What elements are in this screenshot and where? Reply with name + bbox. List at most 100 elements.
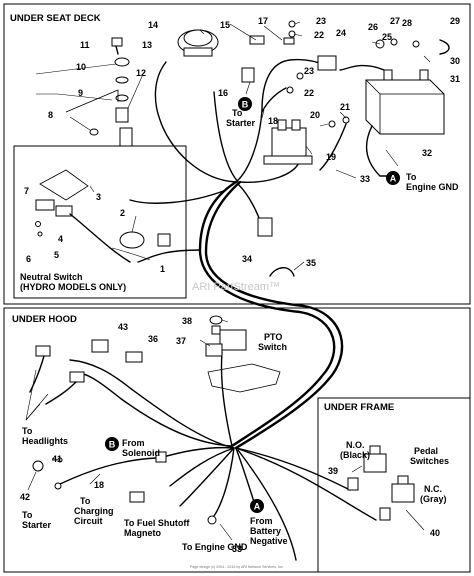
battery-cable-negative: [365, 125, 397, 177]
label-no-1: N.O.: [346, 440, 365, 450]
part-number-25: 25: [382, 32, 392, 42]
label-from-solenoid-1: From: [122, 438, 145, 448]
part-number-18: 18: [268, 116, 278, 126]
label-to-headlights-2: Headlights: [22, 436, 68, 446]
harness-branch-neutral-lower: [137, 249, 201, 263]
part-number-16: 16: [218, 88, 228, 98]
label-pto-1: PTO: [264, 332, 282, 342]
harness-branch-pedal-no: [235, 447, 351, 491]
part-number-36: 36: [148, 334, 158, 344]
harness-branch-ignition: [213, 91, 239, 183]
headlight-connector-2: [69, 371, 85, 383]
part-number-15: 15: [220, 20, 230, 30]
part-number-5: 5: [54, 250, 59, 260]
part-number-41: 41: [52, 454, 62, 464]
part-number-42: 42: [20, 492, 30, 502]
pedal-switch-nc: [379, 475, 415, 521]
pto-switch: [205, 329, 247, 357]
harness-connector: [257, 217, 273, 237]
battery: [365, 69, 445, 135]
part-number-21: 21: [340, 102, 350, 112]
part-number-18b: 18: [94, 480, 104, 490]
battery-cable-33: [319, 123, 347, 171]
watermark: ARI PartStream™: [192, 281, 280, 293]
main-harness: [69, 58, 377, 561]
part-number-39: 39: [328, 466, 338, 476]
part-number-12: 12: [136, 68, 146, 78]
label-to-starter-bottom-1: To: [22, 510, 33, 520]
part-number-30: 30: [450, 56, 460, 66]
part-number-43: 43: [118, 322, 128, 332]
footer-copyright: Page design (c) 2004 - 2016 by ARI Netwo…: [190, 565, 284, 569]
nut-20: [328, 120, 336, 128]
bracket-plate: [65, 89, 119, 113]
part-number-10: 10: [76, 62, 86, 72]
fuse-holder-2: [283, 37, 295, 45]
harness-branch-headlights-2: [69, 359, 235, 449]
pto-knob: [209, 315, 223, 325]
part-number-28: 28: [402, 18, 412, 28]
label-to-starter-top-1: To: [232, 108, 243, 118]
part-number-23b: 23: [304, 66, 314, 76]
strap-29: [439, 39, 450, 55]
section-title-hood: UNDER HOOD: [12, 314, 77, 325]
key-switch-connector: [119, 127, 133, 147]
pto-bracket: [207, 363, 281, 393]
part-number-22b: 22: [304, 88, 314, 98]
svg-text:A: A: [254, 502, 261, 512]
label-from-solenoid-2: Solenoid: [122, 448, 160, 458]
headlight-lead-1: [29, 355, 45, 393]
washer-23: [288, 20, 296, 28]
label-to-fuel-shutoff-1: To Fuel Shutoff: [124, 518, 190, 528]
callout-b-top: B: [238, 97, 252, 111]
ignition-key-switch: [111, 37, 130, 123]
harness-branch-neutral: [129, 189, 227, 204]
part-number-19: 19: [326, 152, 336, 162]
fuse-block: [317, 55, 337, 71]
section-title-seat-deck: UNDER SEAT DECK: [10, 13, 101, 24]
part-number-3: 3: [96, 192, 101, 202]
harness-branch-charging: [169, 447, 235, 487]
starter-solenoid: [263, 119, 313, 165]
gnd-ring-terminal: [207, 515, 217, 525]
label-neutral-switch-hydro: (HYDRO MODELS ONLY): [20, 282, 126, 292]
label-to-headlights-1: To: [22, 426, 33, 436]
harness-branch-fuel: [179, 447, 235, 507]
label-from-battery-1: From: [250, 516, 273, 526]
part-number-20: 20: [310, 110, 320, 120]
connector-43: [91, 339, 109, 353]
solenoid-cable: [261, 87, 287, 113]
harness-trunk-outer: [204, 180, 344, 450]
label-neutral-switch: Neutral Switch: [20, 272, 83, 282]
svg-text:B: B: [109, 440, 116, 450]
harness-branch-pedal-nc: [235, 447, 377, 521]
descriptive-labels: To Starter To Engine GND Neutral Switch …: [20, 108, 459, 552]
label-to-charging-1: To: [80, 496, 91, 506]
label-no-2: (Black): [340, 450, 370, 460]
part-number-37: 37: [176, 336, 186, 346]
callout-a-bottom: A: [250, 499, 264, 513]
part-number-34: 34: [242, 254, 252, 264]
label-from-battery-2: Battery: [250, 526, 281, 536]
label-nc-1: N.C.: [424, 484, 442, 494]
part-number-24: 24: [336, 28, 346, 38]
pedal-switch-no: [347, 445, 387, 491]
bushing: [89, 128, 99, 136]
starter-cable-18: [59, 457, 157, 485]
fuel-shutoff-connector: [129, 491, 145, 503]
part-number-26: 26: [368, 22, 378, 32]
washer-22b: [286, 86, 294, 94]
seat-deck-frame: [3, 3, 471, 305]
harness-branch-left: [154, 61, 237, 183]
label-to-engine-gnd-top-1: To: [406, 172, 417, 182]
part-numbers: 1 2 3 4 5 6 7 8 9 10 11 12 13 14 15 16 1…: [20, 16, 460, 554]
part-number-35: 35: [306, 258, 316, 268]
harness-clip: [269, 267, 295, 277]
relay-connector: [241, 67, 255, 83]
solenoid-terminal: [155, 451, 167, 463]
harness-branch-down: [237, 449, 297, 561]
part-number-38: 38: [182, 316, 192, 326]
label-pto-2: Switch: [258, 342, 287, 352]
